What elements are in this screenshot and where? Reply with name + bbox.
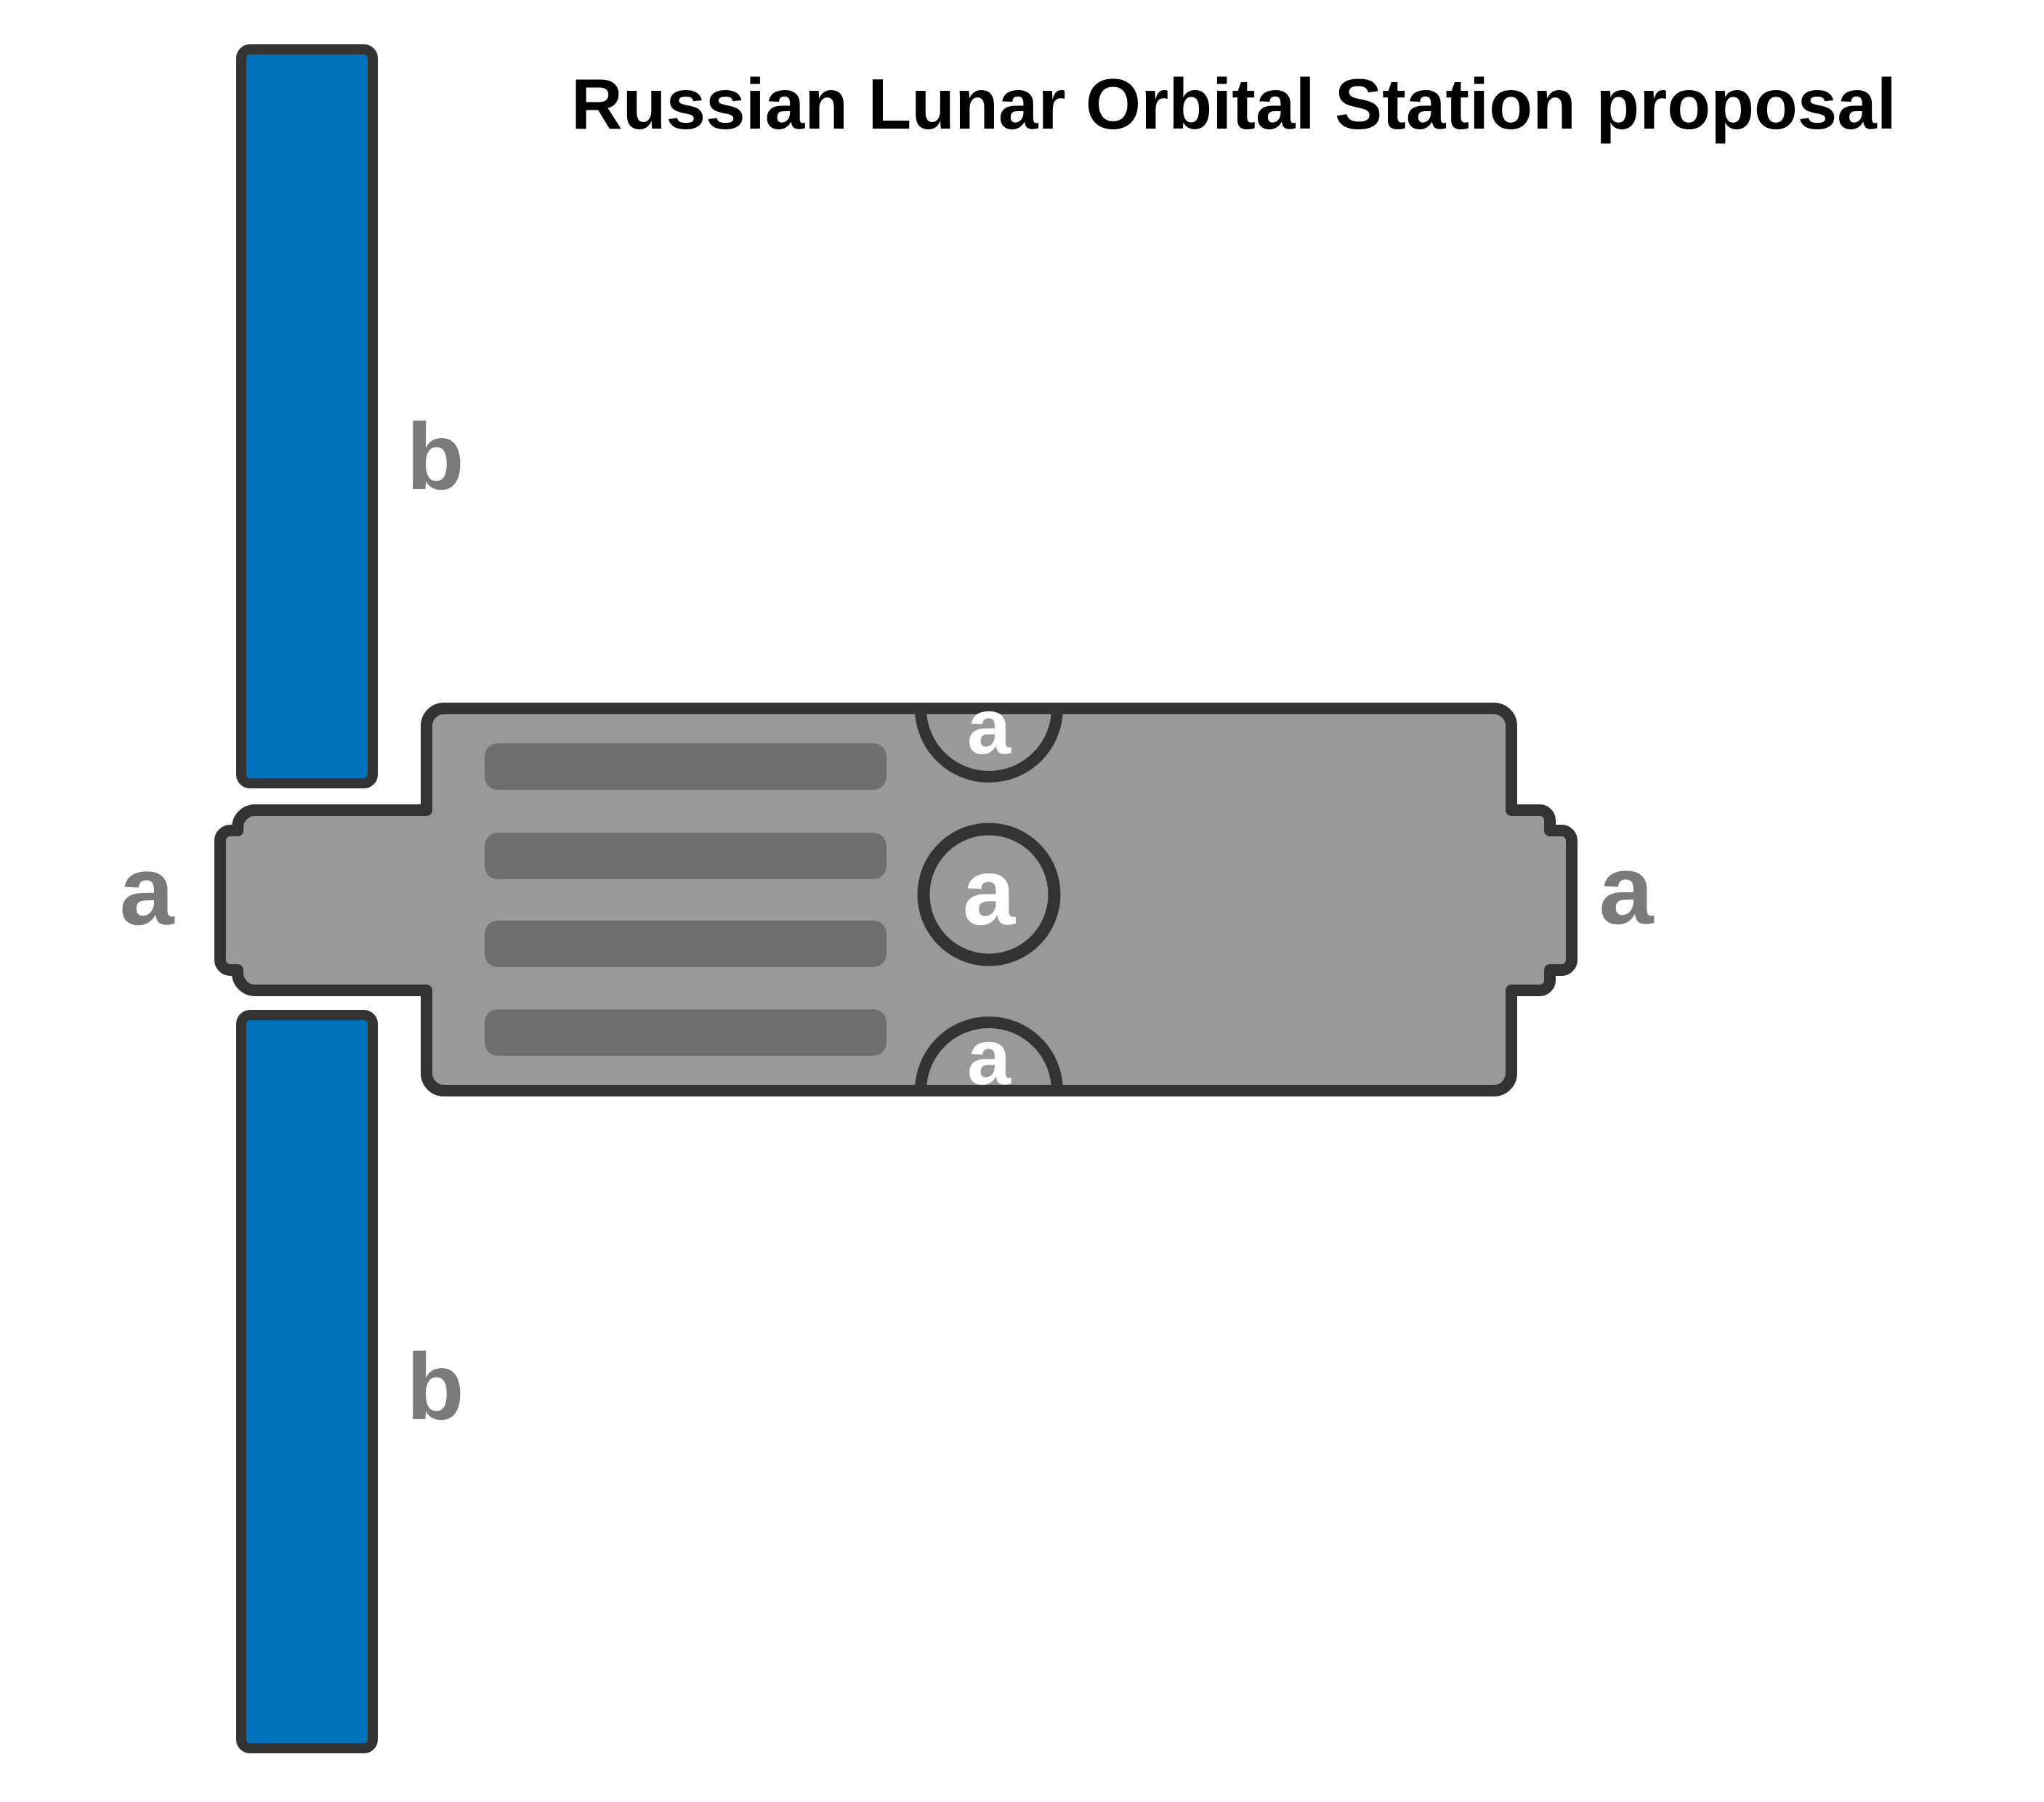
docking-port-left-label: a — [119, 836, 174, 945]
radiator-stripe — [485, 1009, 886, 1056]
docking-port-top-label: a — [967, 682, 1011, 770]
diagram-title: Russian Lunar Orbital Station proposal — [571, 64, 1896, 144]
solar-panel-bottom-icon — [236, 1010, 378, 1753]
docking-port-center-label: a — [963, 839, 1017, 945]
docking-port-bottom-label: a — [967, 1013, 1011, 1101]
station-hull — [214, 703, 1578, 1096]
docking-port-top-icon — [915, 703, 1063, 783]
solar-panel-top-icon — [236, 44, 378, 788]
radiator-stripe — [485, 921, 886, 967]
docking-port-center-icon — [917, 823, 1061, 966]
docking-port-right-label: a — [1599, 835, 1654, 945]
solar-panel-top-label: b — [406, 403, 464, 509]
docking-port-bottom-icon — [915, 1017, 1063, 1096]
radiator-stripe — [485, 833, 886, 879]
solar-panel-bottom-label: b — [406, 1333, 464, 1439]
radiator-stripe — [485, 743, 886, 790]
